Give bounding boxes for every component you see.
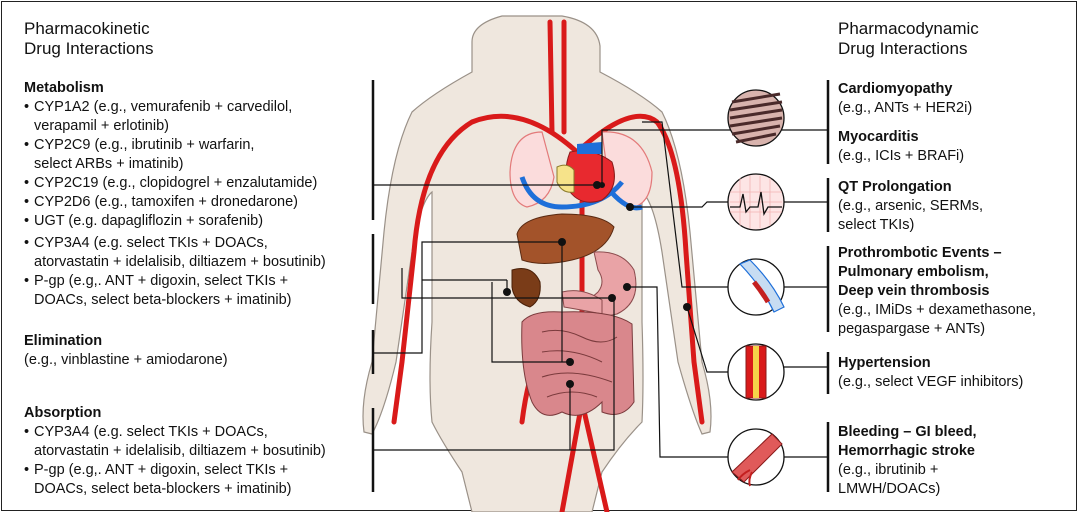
intestine-icon: [521, 311, 635, 416]
ecg-icon: [727, 173, 785, 231]
hypertension-example: (e.g., select VEGF inhibitors): [838, 374, 1024, 390]
metabolism-title: Metabolism: [24, 80, 104, 96]
metabolism-list: CYP1A2 (e.g., vemurafenib + carvedilol, …: [24, 98, 364, 231]
bleeding-title-line: Bleeding – GI bleed,: [838, 424, 977, 440]
myocarditis-title: Myocarditis: [838, 129, 919, 145]
metabolism-section: Metabolism CYP1A2 (e.g., vemurafenib + c…: [24, 79, 364, 231]
list-item-line: atorvastatin + idelalisib, diltiazem + b…: [34, 443, 326, 459]
list-item: CYP3A4 (e.g. select TKIs + DOACs, atorva…: [24, 234, 369, 272]
qt-example-line: select TKIs): [838, 217, 915, 233]
transport-list: CYP3A4 (e.g. select TKIs + DOACs, atorva…: [24, 234, 369, 310]
elimination-title: Elimination: [24, 333, 103, 349]
myocarditis-section: Myocarditis (e.g., ICIs + BRAFi): [838, 128, 1073, 166]
right-heading-line: Pharmacodynamic: [838, 19, 979, 38]
left-heading: Pharmacokinetic Drug Interactions: [24, 19, 153, 59]
left-heading-line: Drug Interactions: [24, 39, 154, 58]
list-item-line: CYP2C9 (e.g., ibrutinib + warfarin,: [34, 137, 255, 153]
qt-example-line: (e.g., arsenic, SERMs,: [838, 198, 984, 214]
bleeding-title-line: Hemorrhagic stroke: [838, 443, 975, 459]
list-item-line: UGT (e.g. dapagliflozin + sorafenib): [34, 213, 264, 229]
list-item: UGT (e.g. dapagliflozin + sorafenib): [24, 212, 364, 231]
prothrombotic-section: Prothrombotic Events – Pulmonary embolis…: [838, 244, 1076, 339]
stomach-icon: [561, 251, 637, 317]
list-item-line: CYP1A2 (e.g., vemurafenib + carvedilol,: [34, 99, 293, 115]
list-item-line: select ARBs + imatinib): [34, 156, 184, 172]
bleeding-example-line: (e.g., ibrutinib +: [838, 462, 939, 478]
list-item-line: atorvastatin + idelalisib, diltiazem + b…: [34, 254, 326, 270]
narrowed-artery-icon: [727, 343, 785, 401]
absorption-section: Absorption CYP3A4 (e.g. select TKIs + DO…: [24, 404, 369, 499]
prothrombotic-title-line: Deep vein thrombosis: [838, 283, 990, 299]
list-item: CYP2D6 (e.g., tamoxifen + dronedarone): [24, 193, 364, 212]
connector-dots: [503, 181, 691, 388]
list-item: P-gp (e.g,. ANT + digoxin, select TKIs +…: [24, 461, 369, 499]
list-item-line: P-gp (e.g,. ANT + digoxin, select TKIs +: [34, 462, 289, 478]
elimination-example: (e.g., vinblastine + amiodarone): [24, 352, 228, 368]
list-item-line: CYP3A4 (e.g. select TKIs + DOACs,: [34, 235, 268, 251]
prothrombotic-title-line: Pulmonary embolism,: [838, 264, 989, 280]
qt-title: QT Prolongation: [838, 179, 952, 195]
liver-icon: [516, 213, 615, 264]
list-item: CYP2C9 (e.g., ibrutinib + warfarin, sele…: [24, 136, 364, 174]
absorption-title: Absorption: [24, 405, 102, 421]
right-heading: Pharmacodynamic Drug Interactions: [838, 19, 979, 59]
connector-lines: [373, 121, 828, 458]
cardiomyopathy-section: Cardiomyopathy (e.g., ANTs + HER2i): [838, 80, 1073, 118]
right-heading-line: Drug Interactions: [838, 39, 968, 58]
list-item-line: CYP2D6 (e.g., tamoxifen + dronedarone): [34, 194, 298, 210]
thrombus-vessel-icon: [727, 258, 785, 316]
cardiomyopathy-title: Cardiomyopathy: [838, 81, 953, 97]
left-heading-line: Pharmacokinetic: [24, 19, 150, 38]
bleeding-section: Bleeding – GI bleed, Hemorrhagic stroke …: [838, 423, 1076, 499]
list-item: P-gp (e.g,. ANT + digoxin, select TKIs +…: [24, 272, 369, 310]
list-item-line: P-gp (e.g,. ANT + digoxin, select TKIs +: [34, 273, 289, 289]
prothrombotic-title-line: Prothrombotic Events –: [838, 245, 1002, 261]
bleeding-vessel-icon: [727, 428, 785, 487]
artery-network: [391, 19, 705, 512]
absorption-list: CYP3A4 (e.g. select TKIs + DOACs, atorva…: [24, 423, 369, 499]
bleeding-example-line: LMWH/DOACs): [838, 481, 941, 497]
prothrombotic-example-line: (e.g., IMiDs + dexamethasone,: [838, 302, 1036, 318]
hypertension-section: Hypertension (e.g., select VEGF inhibito…: [838, 354, 1076, 392]
elimination-section: Elimination (e.g., vinblastine + amiodar…: [24, 332, 364, 370]
list-item-line: CYP3A4 (e.g. select TKIs + DOACs,: [34, 424, 268, 440]
myocarditis-example: (e.g., ICIs + BRAFi): [838, 148, 965, 164]
muscle-fiber-icon: [727, 89, 785, 147]
list-item: CYP2C19 (e.g., clopidogrel + enzalutamid…: [24, 174, 364, 193]
prothrombotic-example-line: pegaspargase + ANTs): [838, 321, 986, 337]
qt-prolongation-section: QT Prolongation (e.g., arsenic, SERMs, s…: [838, 178, 1073, 235]
list-item: CYP3A4 (e.g. select TKIs + DOACs, atorva…: [24, 423, 369, 461]
hypertension-title: Hypertension: [838, 355, 931, 371]
transport-section: CYP3A4 (e.g. select TKIs + DOACs, atorva…: [24, 234, 369, 310]
list-item-line: DOACs, select beta-blockers + imatinib): [34, 481, 292, 497]
list-item-line: verapamil + erlotinib): [34, 118, 169, 134]
cardiomyopathy-example: (e.g., ANTs + HER2i): [838, 100, 973, 116]
kidney-icon: [511, 268, 541, 308]
list-item-line: CYP2C19 (e.g., clopidogrel + enzalutamid…: [34, 175, 318, 191]
list-item: CYP1A2 (e.g., vemurafenib + carvedilol, …: [24, 98, 364, 136]
list-item-line: DOACs, select beta-blockers + imatinib): [34, 292, 292, 308]
